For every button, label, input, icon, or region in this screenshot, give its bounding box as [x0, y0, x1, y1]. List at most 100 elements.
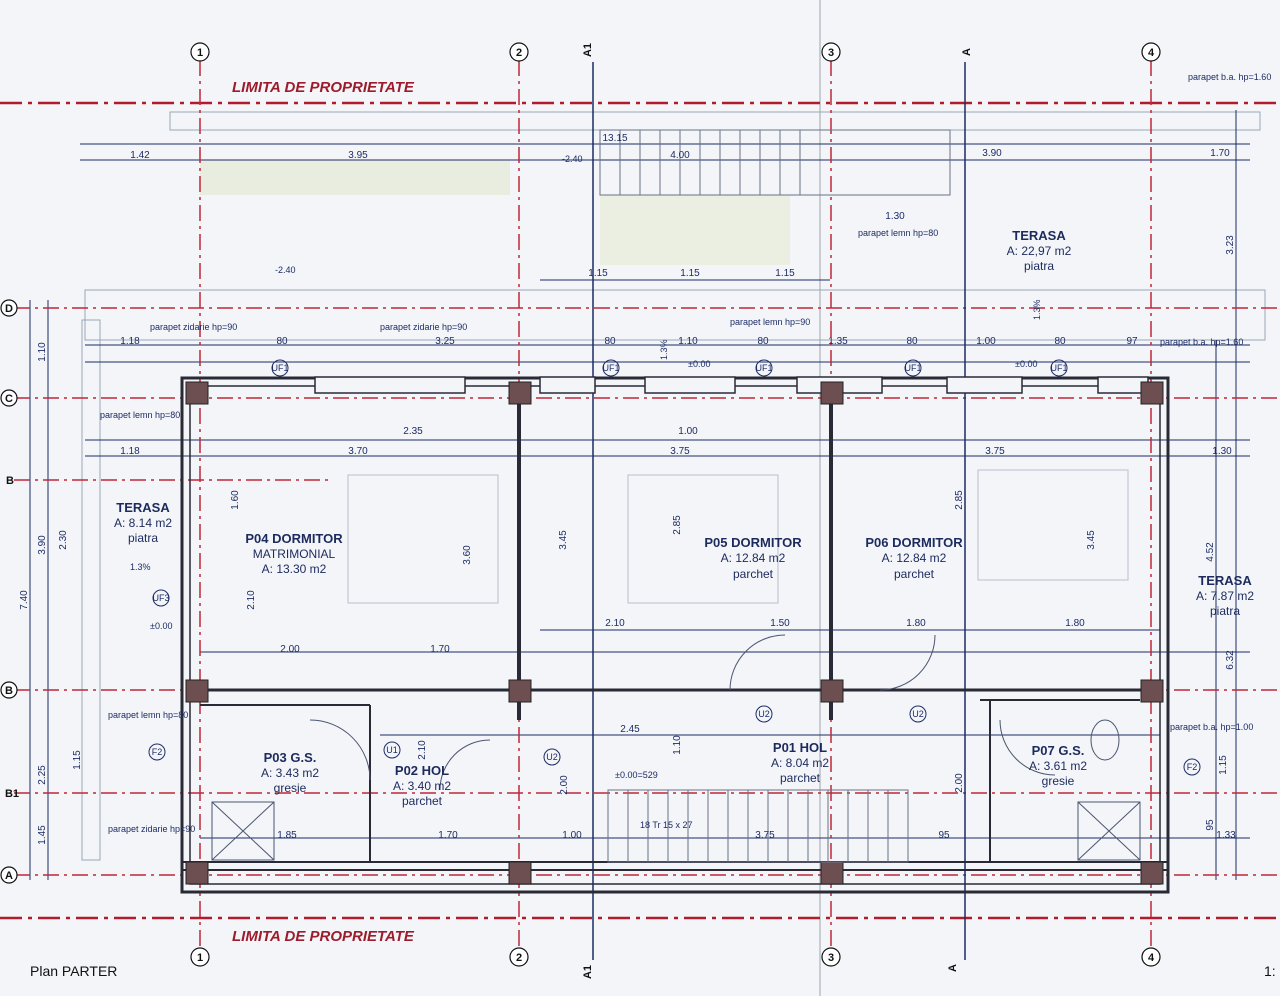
dim-mid-4: 3.75 — [985, 446, 1005, 457]
dim-top-4: 4.00 — [670, 150, 690, 161]
room-p04-subname: MATRIMONIAL — [253, 547, 336, 561]
dim-top-6: 1.70 — [1210, 148, 1230, 159]
dim-row-7: 1.35 — [828, 336, 848, 347]
dim-top-1: 1.42 — [130, 150, 150, 161]
note-parapet-zidarie-center: parapet zidarie hp=90 — [380, 322, 467, 332]
dim-top-9: 1.15 — [680, 268, 700, 279]
section-a-bottom: A — [947, 964, 959, 972]
room-p01-name: P01 HOL — [773, 740, 827, 755]
dim-int-11: 2.00 — [954, 773, 965, 793]
dim-row-5: 1.10 — [678, 336, 698, 347]
door-swings — [309, 634, 1056, 791]
terrace-band — [84, 289, 1266, 341]
dim-low-3: 2.10 — [605, 618, 625, 629]
section-a1-bottom: A1 — [582, 965, 594, 979]
structural-columns — [185, 381, 1164, 885]
dim-int-8: 2.10 — [417, 740, 428, 760]
room-terasa-right-area: A: 7.87 m2 — [1196, 589, 1254, 603]
room-p01-finish: parchet — [780, 771, 821, 785]
dim-row-2: 80 — [276, 336, 288, 347]
grid-row-c: C — [5, 393, 13, 405]
dim-right-5: 95 — [1205, 819, 1216, 831]
dim-row-10: 80 — [1054, 336, 1066, 347]
dim-right-3: 6.32 — [1225, 650, 1236, 670]
dim-mid-5: 1.30 — [1212, 446, 1232, 457]
room-terasa-left-area: A: 8.14 m2 — [114, 516, 172, 530]
dim-right-1: 3.23 — [1225, 235, 1236, 255]
note-parapet-zidarie-left-lower: parapet zidarie hp=90 — [108, 824, 195, 834]
slope-right: 1.3% — [1032, 299, 1042, 320]
level-terrace-left: ±0.00 — [150, 621, 172, 631]
room-p07-area: A: 3.61 m2 — [1029, 759, 1087, 773]
dim-top-3: 13.15 — [602, 133, 627, 144]
dim-top-2: 3.95 — [348, 150, 368, 161]
plan-title: Plan PARTER — [30, 963, 117, 979]
room-terasa-top-name: TERASA — [1012, 228, 1066, 243]
dim-row-11: 97 — [1126, 336, 1138, 347]
property-limit-label-bottom: LIMITA DE PROPRIETATE — [232, 928, 415, 945]
dim-mid-2: 3.70 — [348, 446, 368, 457]
dim-int-1: 1.60 — [230, 490, 241, 510]
note-parapet-lemn-left-lower: parapet lemn hp=80 — [108, 710, 188, 720]
note-parapet-zidarie-left: parapet zidarie hp=90 — [150, 322, 237, 332]
section-lines — [592, 62, 966, 960]
dim-row-8: 80 — [906, 336, 918, 347]
note-parapet-lemn-left-upper: parapet lemn hp=80 — [100, 410, 180, 420]
room-p03-finish: gresie — [274, 781, 307, 795]
property-limit-label-top: LIMITA DE PROPRIETATE — [232, 79, 415, 96]
dim-row-1: 1.18 — [120, 336, 140, 347]
room-p07-finish: gresie — [1042, 774, 1075, 788]
dim-left-6: 1.45 — [37, 825, 48, 845]
tag-u2-2: U2 — [912, 709, 924, 719]
bathroom-fixtures — [211, 719, 1141, 861]
room-p02-area: A: 3.40 m2 — [393, 779, 451, 793]
dim-low-8: 1.85 — [277, 830, 297, 841]
section-a-top: A — [961, 48, 973, 56]
dim-top-5: 3.90 — [982, 148, 1002, 159]
grid-col-1-bottom: 1 — [197, 952, 203, 964]
level-window-2: ±0.00 — [1015, 359, 1037, 369]
slope-center: 1.3% — [659, 339, 669, 360]
green-strip — [200, 160, 510, 195]
tag-uf1-3: UF1 — [755, 363, 772, 373]
dim-int-7: 3.45 — [1086, 530, 1097, 550]
dim-low-7: 2.45 — [620, 724, 640, 735]
level-stair: ±0.00=529 — [615, 770, 658, 780]
room-terasa-top-area: A: 22,97 m2 — [1007, 244, 1072, 258]
dim-int-5: 2.85 — [672, 515, 683, 535]
grid-row-b1: B1 — [5, 788, 19, 800]
grid-col-1-top: 1 — [197, 47, 203, 59]
tag-uf1-1: UF1 — [271, 363, 288, 373]
room-p05-name: P05 DORMITOR — [704, 535, 802, 550]
dim-left-7: 1.15 — [72, 750, 83, 770]
note-parapet-ba-right: parapet b.a. hp=1.60 — [1160, 337, 1243, 347]
dim-low-6: 1.80 — [1065, 618, 1085, 629]
dimension-lines — [29, 110, 1250, 880]
tag-f2-left: F2 — [152, 747, 163, 757]
grid-row-b: B — [5, 685, 13, 697]
tag-u1: U1 — [386, 745, 398, 755]
slope-left: 1.3% — [130, 562, 151, 572]
grid-col-3-bottom: 3 — [828, 952, 834, 964]
dim-int-6: 2.85 — [954, 490, 965, 510]
dim-left-3: 3.90 — [37, 535, 48, 555]
stairs-upper — [599, 129, 951, 196]
room-p02-finish: parchet — [402, 794, 443, 808]
dim-int-10: 2.00 — [559, 775, 570, 795]
dim-row-9: 1.00 — [976, 336, 996, 347]
tag-uf1-4: UF1 — [904, 363, 921, 373]
dim-low-4: 1.50 — [770, 618, 790, 629]
room-p02-name: P02 HOL — [395, 763, 449, 778]
dim-low-12: 95 — [938, 830, 950, 841]
room-terasa-right-name: TERASA — [1198, 573, 1252, 588]
tag-u2-1: U2 — [758, 709, 770, 719]
dim-left-1: 1.10 — [37, 342, 48, 362]
level-left: -2.40 — [275, 265, 296, 275]
staircase — [607, 789, 909, 863]
tag-uf3: UF3 — [152, 593, 169, 603]
grid-col-4-top: 4 — [1148, 47, 1155, 59]
dim-mid-7: 1.00 — [678, 426, 698, 437]
room-terasa-left-name: TERASA — [116, 500, 170, 515]
room-p06-area: A: 12.84 m2 — [882, 551, 947, 565]
